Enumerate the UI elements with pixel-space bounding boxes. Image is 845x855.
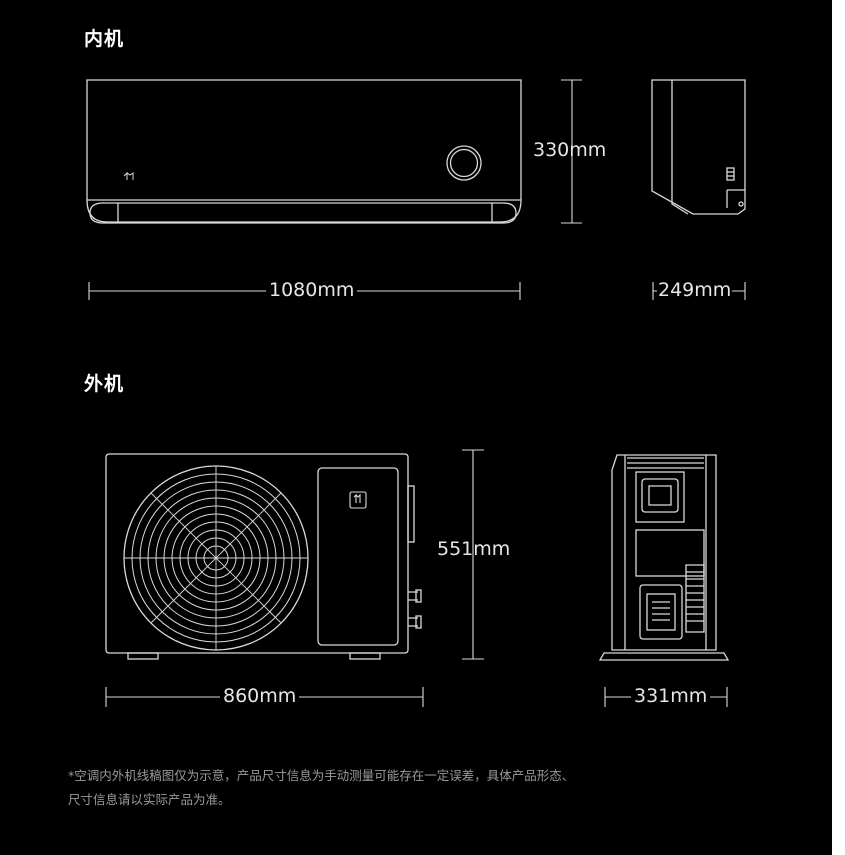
outdoor-unit-side: [598, 454, 730, 661]
indoor-depth-label: 249mm: [657, 279, 733, 301]
outdoor-fan-grille: [123, 465, 309, 651]
mi-home-logo-icon: [349, 491, 367, 509]
indoor-height-label: 330mm: [533, 139, 607, 161]
indoor-width-label: 1080mm: [266, 279, 358, 301]
outdoor-height-dimension: [462, 449, 484, 660]
outdoor-depth-label: 331mm: [631, 685, 711, 707]
indoor-unit-title: 内机: [84, 28, 125, 50]
outdoor-height-label: 551mm: [437, 538, 511, 560]
mi-home-logo-icon: [123, 171, 134, 180]
indoor-height-dimension: [561, 79, 582, 224]
disclaimer-line-2: 尺寸信息请以实际产品为准。: [68, 792, 231, 807]
indoor-display-ring: [446, 145, 482, 181]
indoor-unit-front: [86, 79, 522, 224]
outdoor-unit-front: [105, 453, 422, 660]
disclaimer-note: *空调内外机线稿图仅为示意，产品尺寸信息为手动测量可能存在一定误差，具体产品形态…: [68, 764, 768, 812]
outdoor-unit-title: 外机: [84, 373, 125, 395]
disclaimer-line-1: *空调内外机线稿图仅为示意，产品尺寸信息为手动测量可能存在一定误差，具体产品形态…: [68, 768, 575, 783]
indoor-unit-side: [651, 79, 746, 215]
outdoor-width-label: 860mm: [220, 685, 300, 707]
